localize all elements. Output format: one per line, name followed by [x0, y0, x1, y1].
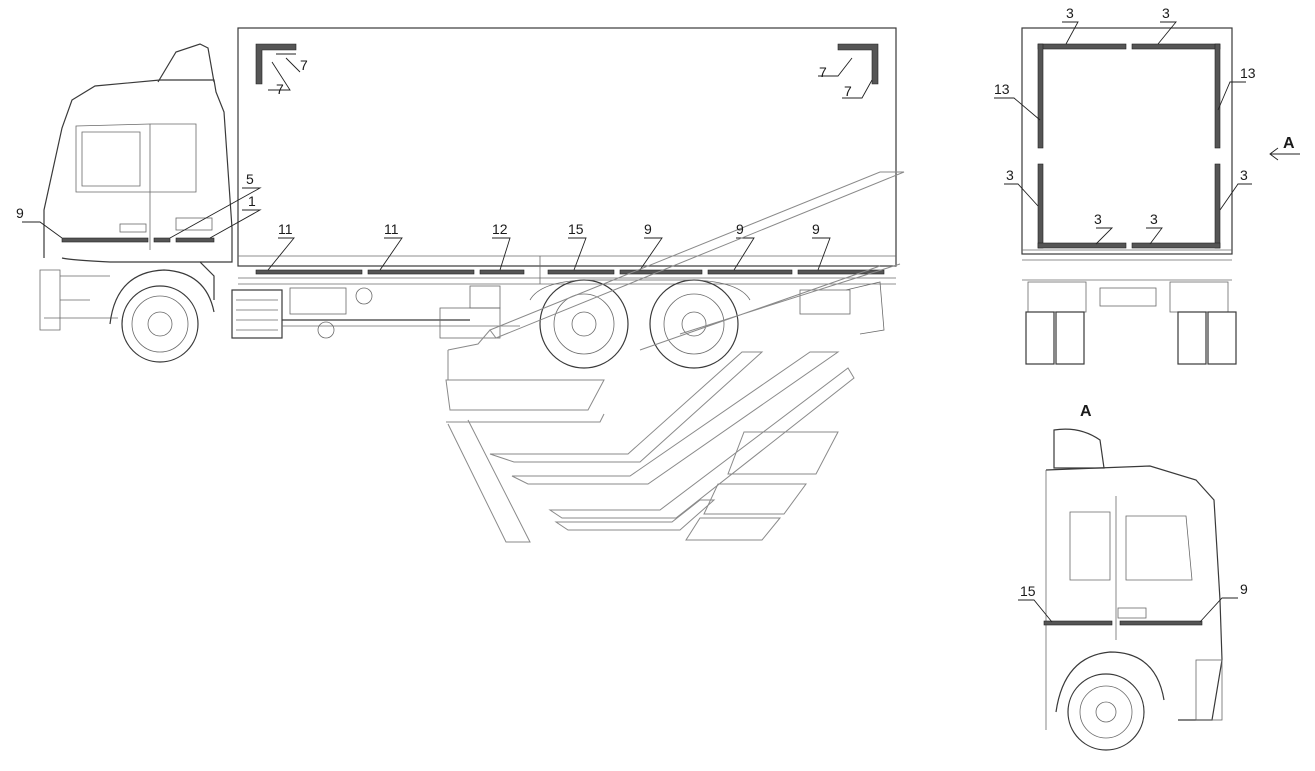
body-tape-11a	[255, 269, 363, 275]
body-tape-9b	[707, 269, 793, 275]
label-5-cab: 5	[246, 171, 254, 187]
body-tape-9c	[797, 269, 885, 275]
rear-wheels	[529, 279, 885, 369]
label-7-side-tl-a: 7	[300, 57, 308, 73]
rear-doors	[1021, 27, 1233, 255]
label-3-rear-bl: 3	[1094, 211, 1102, 227]
cab-tape-5	[153, 237, 171, 243]
label-3-rear-mr: 3	[1240, 167, 1248, 183]
corner-tape-top-right	[837, 43, 879, 85]
body-tape-11b	[367, 269, 475, 275]
label-9-body-b: 9	[736, 221, 744, 237]
view-a	[1018, 428, 1238, 751]
label-1-cab: 1	[248, 193, 256, 209]
side-view	[22, 27, 897, 369]
label-3-rear-tl: 3	[1066, 5, 1074, 21]
cab-tape-1	[175, 237, 215, 243]
corner-tape-top-left	[255, 43, 297, 85]
front-wheel	[109, 269, 215, 363]
view-a-title: A	[1080, 403, 1092, 420]
label-9-front: 9	[1240, 581, 1248, 597]
label-9-body-a: 9	[644, 221, 652, 237]
front-tape-9	[1119, 620, 1203, 626]
label-3-rear-tr: 3	[1162, 5, 1170, 21]
view-arrow-label: A	[1283, 135, 1295, 152]
body-tape-9a	[619, 269, 703, 275]
label-7-side-tl-b: 7	[276, 81, 284, 97]
label-11-body-b: 11	[384, 221, 399, 237]
label-9-cab: 9	[16, 205, 24, 221]
label-13-rear-l: 13	[994, 81, 1010, 97]
label-7-side-tr-b: 7	[844, 83, 852, 99]
callout-labels: 7 7 7 7 9 5 1 11 11 12 15 9 9 9 3 3 13 1…	[16, 5, 1295, 599]
cab-tape-9	[61, 237, 149, 243]
label-3-rear-br: 3	[1150, 211, 1158, 227]
front-tape-15	[1043, 620, 1113, 626]
body-tape-12	[479, 269, 525, 275]
cargo-body	[237, 27, 897, 267]
label-15-front: 15	[1020, 583, 1036, 599]
label-11-body-a: 11	[278, 221, 293, 237]
label-13-rear-r: 13	[1240, 65, 1256, 81]
rear-view	[994, 21, 1300, 365]
body-tape-15	[547, 269, 615, 275]
label-3-rear-ml: 3	[1006, 167, 1014, 183]
chassis	[231, 285, 520, 339]
ground-marking-figure	[445, 171, 905, 543]
label-9-body-c: 9	[812, 221, 820, 237]
label-7-side-tr-a: 7	[819, 64, 827, 80]
cab-side	[39, 43, 233, 331]
label-15-body: 15	[568, 221, 584, 237]
label-12-body: 12	[492, 221, 508, 237]
